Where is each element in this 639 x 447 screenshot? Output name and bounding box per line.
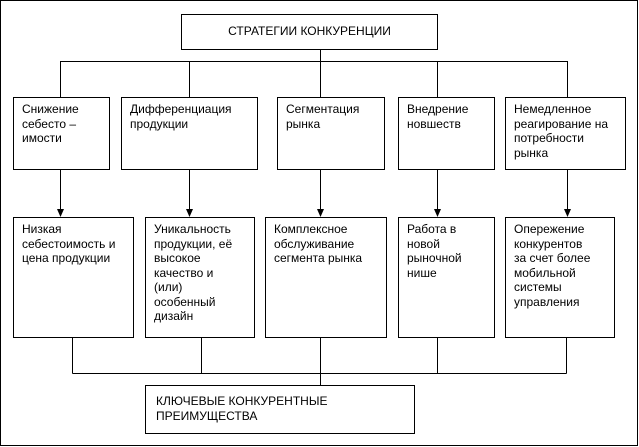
outcome-new-niche: Работа в новой рыночной нише: [398, 217, 495, 338]
strategy-rapid-response: Немедленное реагирование на потребности …: [505, 97, 626, 170]
outcome-uniqueness: Уникальность продукции, её высокое качес…: [145, 217, 255, 338]
strategy-cost-reduction: Снижение себесто – имости: [13, 97, 110, 170]
arrow-head-icon: [186, 209, 193, 217]
key-advantages-box: КЛЮЧЕВЫЕ КОНКУРЕНТНЫЕ ПРЕИМУЩЕСТВА: [145, 385, 415, 434]
arrow-head-icon: [434, 209, 441, 217]
outcome-complex-service: Комплексное обслуживание сегмента рынка: [265, 217, 387, 338]
outcome-outpacing: Опережение конкурентов за счет более моб…: [505, 217, 615, 338]
strategy-differentiation: Дифференциация продукции: [121, 97, 258, 170]
outcome-low-cost: Низкая себестоимость и цена продукции: [13, 217, 134, 338]
arrow-head-icon: [57, 209, 64, 217]
arrow-head-icon: [317, 209, 324, 217]
strategy-segmentation: Сегментация рынка: [277, 97, 385, 170]
strategy-innovation: Внедрение новшеств: [398, 97, 495, 170]
arrow-head-icon: [564, 209, 571, 217]
strategies-title-box: СТРАТЕГИИ КОНКУРЕНЦИИ: [181, 14, 438, 50]
